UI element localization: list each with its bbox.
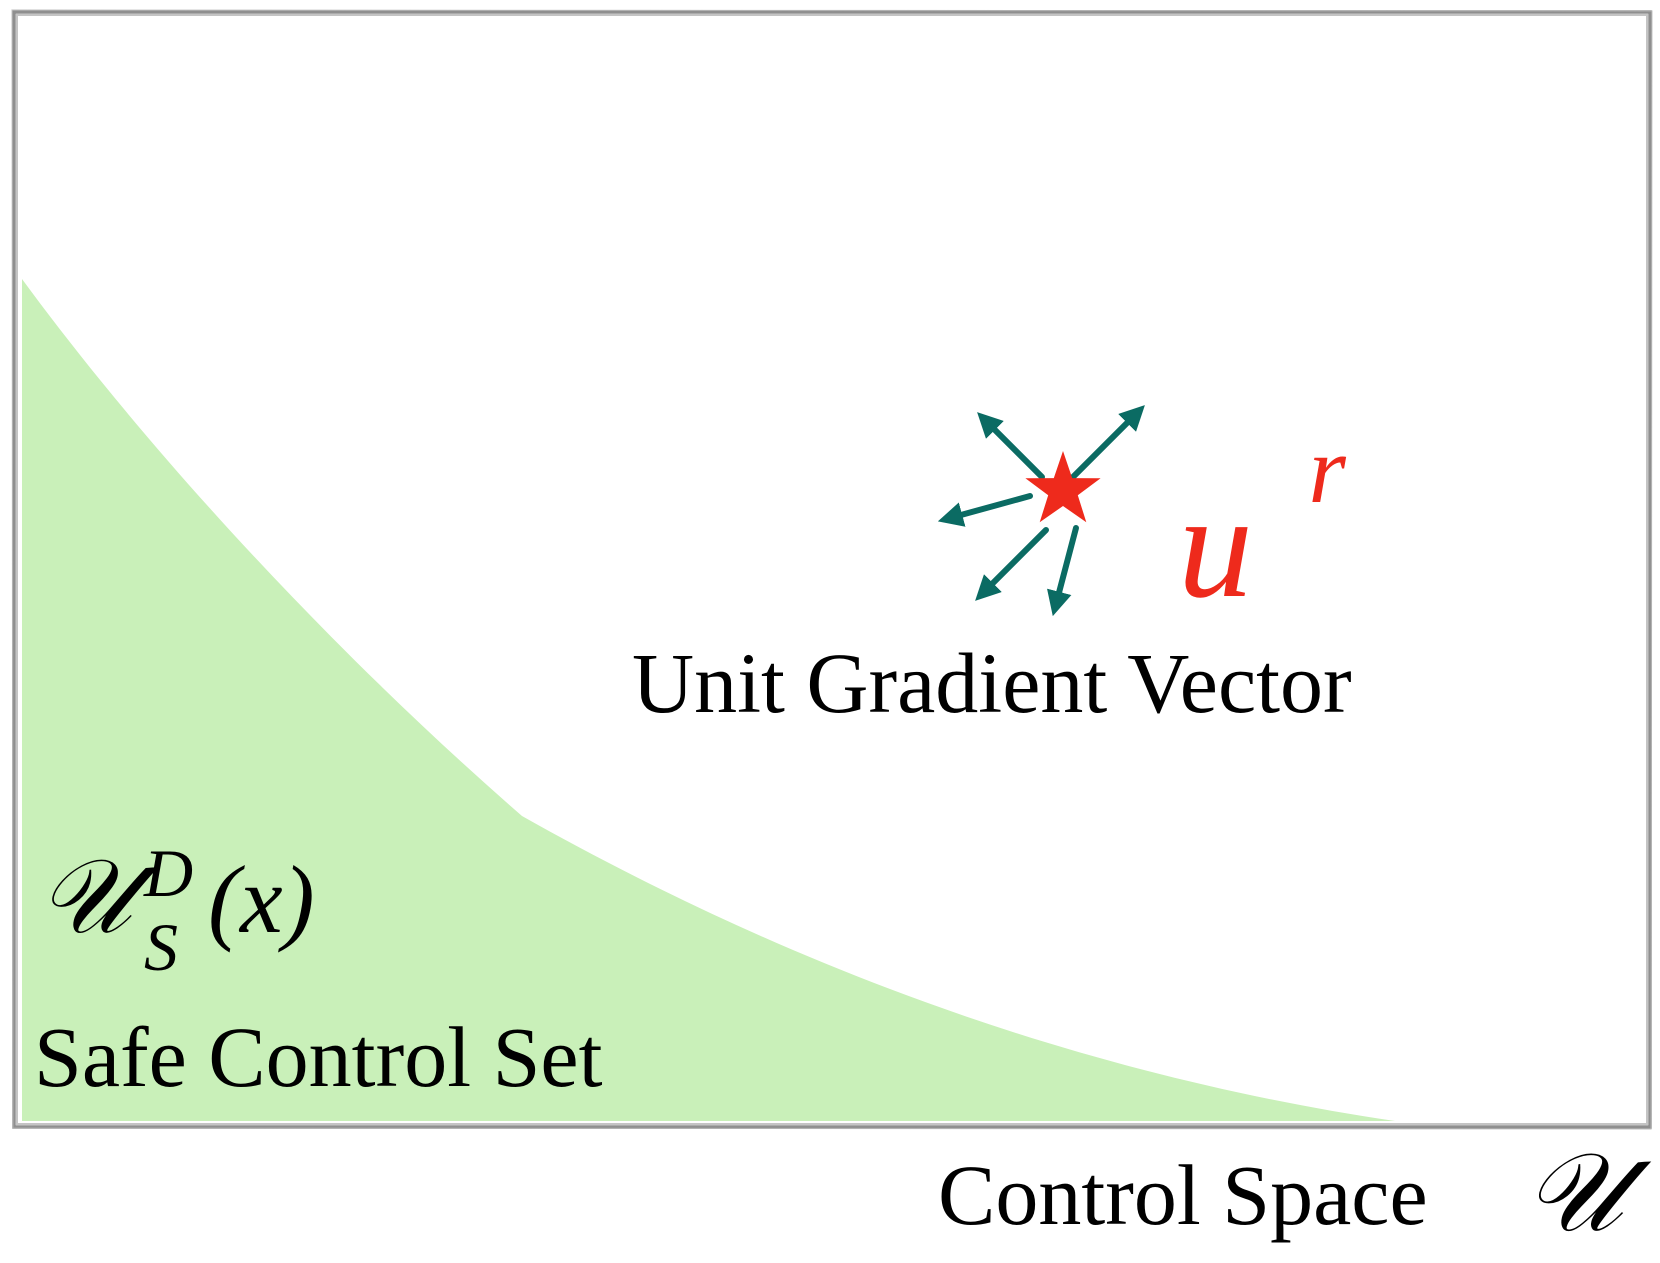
star-icon <box>1025 451 1101 523</box>
reference-control-r: r <box>1309 416 1347 523</box>
gradient-arrow-down-left <box>975 527 1049 601</box>
safe-control-set-region <box>22 279 1395 1121</box>
gradient-arrow-up-left <box>977 412 1045 480</box>
gradient-arrow-left <box>937 493 1033 527</box>
safe-set-superscript: D <box>143 835 193 911</box>
control-space-label: Control Space <box>938 1147 1428 1243</box>
safe-set-label: Safe Control Set <box>34 1009 603 1105</box>
gradient-arrow-down <box>1047 525 1079 617</box>
gradient-vector-label: Unit Gradient Vector <box>632 635 1352 731</box>
reference-control-u: u <box>1178 463 1253 629</box>
gradient-arrow-up-right <box>1069 405 1145 481</box>
reference-control-symbol: u r <box>1178 416 1347 629</box>
control-space-symbol: 𝒰 <box>1524 1132 1652 1254</box>
unit-gradient-vectors <box>937 405 1145 617</box>
safe-set-argument: (x) <box>208 846 315 953</box>
safe-set-subscript: S <box>144 909 178 985</box>
